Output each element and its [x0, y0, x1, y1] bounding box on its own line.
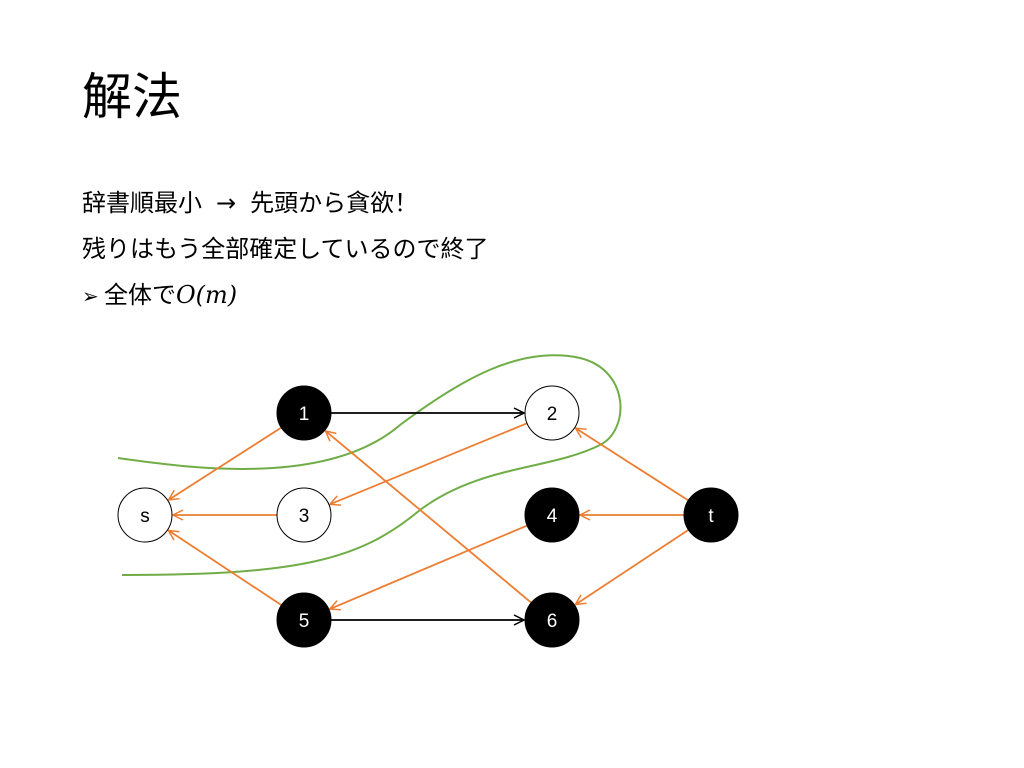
complexity-prefix-text: 全体で: [104, 281, 176, 309]
slide-title: 解法: [82, 68, 182, 126]
node-circle: [117, 487, 173, 543]
node-circle: [524, 592, 580, 648]
edge-5-to-s: [168, 530, 282, 606]
edge-1-to-s: [169, 426, 282, 500]
slide-body: 辞書順最小 → 先頭から貪欲！ 残りはもう全部確定しているので終了 ➢全体でO(m): [82, 180, 489, 318]
body-line-greedy: 辞書順最小 → 先頭から貪欲！: [82, 180, 489, 226]
node-6: 6: [524, 592, 580, 648]
node-label: 5: [299, 611, 310, 632]
node-circle: [524, 487, 580, 543]
arrowhead-bullet-icon: ➢: [82, 284, 99, 308]
node-s: s: [117, 487, 173, 543]
node-circle: [683, 487, 739, 543]
greedy-from-front-text: 先頭から貪欲！: [250, 189, 419, 217]
cut-boundary-curve: [117, 354, 622, 576]
node-2: 2: [524, 385, 580, 441]
node-circle: [524, 385, 580, 441]
node-label: 2: [547, 404, 558, 425]
node-layer: s 1 2 3 4 5 6 t: [117, 385, 739, 648]
node-circle: [276, 592, 332, 648]
node-4: 4: [524, 487, 580, 543]
node-label: s: [140, 506, 150, 527]
lexicographic-min-text: 辞書順最小: [82, 189, 202, 217]
node-5: 5: [276, 592, 332, 648]
body-bullet-complexity: ➢全体でO(m): [82, 272, 489, 318]
body-line-rest-determined: 残りはもう全部確定しているので終了: [82, 235, 489, 263]
complexity-formula: O(m): [176, 281, 238, 309]
node-label: 4: [547, 506, 558, 527]
edge-4-to-5: [330, 524, 528, 610]
implies-arrow: →: [216, 189, 237, 217]
node-circle: [276, 385, 332, 441]
edge-t-to-6: [575, 529, 689, 605]
edge-t-to-2: [576, 428, 689, 502]
node-circle: [276, 487, 332, 543]
edge-2-to-3: [330, 422, 528, 504]
node-label: 6: [547, 611, 558, 632]
node-label: 3: [299, 506, 310, 527]
node-label: t: [708, 506, 714, 527]
node-t: t: [683, 487, 739, 543]
node-3: 3: [276, 487, 332, 543]
edge-layer: [168, 413, 689, 620]
node-1: 1: [276, 385, 332, 441]
node-label: 1: [299, 404, 310, 425]
edge-6-to-1: [325, 431, 532, 604]
